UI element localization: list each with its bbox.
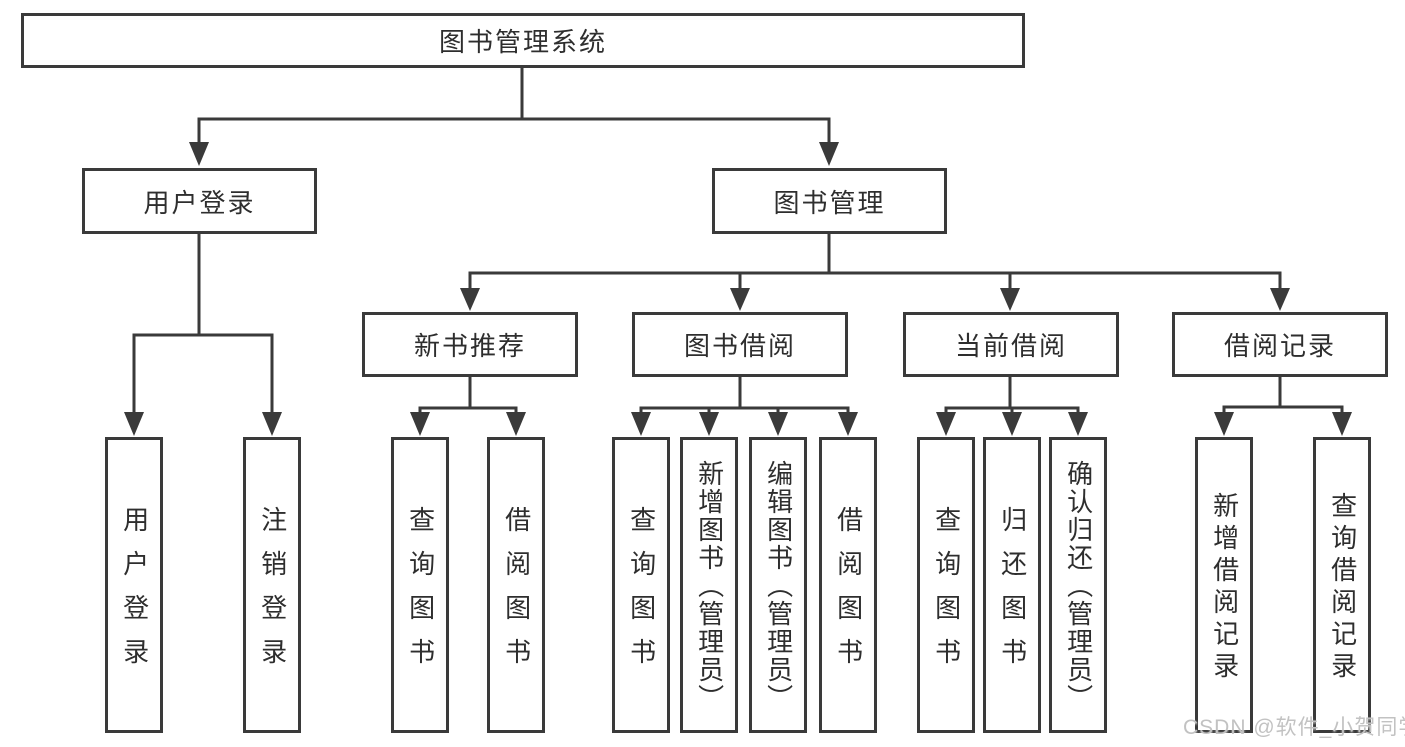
leaf-query-borrow-record-label: 查询借阅记录 — [1327, 492, 1358, 684]
leaf-borrow-books-recommend-label: 借阅图书 — [501, 506, 532, 682]
node-current-borrowing-label: 当前借阅 — [954, 331, 1067, 361]
leaf-borrow-books-borrowing: 借阅图书 — [819, 437, 877, 733]
node-new-book-recommend-label: 新书推荐 — [413, 331, 526, 361]
leaf-query-books-recommend: 查询图书 — [391, 437, 449, 733]
leaf-confirm-return-admin-label: 确认归还（管理员） — [1063, 460, 1094, 712]
node-book-borrowing: 图书借阅 — [632, 312, 848, 377]
node-book-borrowing-label: 图书借阅 — [683, 331, 796, 361]
leaf-add-borrow-record-label: 新增借阅记录 — [1209, 492, 1240, 684]
node-user-login-label: 用户登录 — [143, 187, 256, 218]
leaf-return-books: 归还图书 — [983, 437, 1041, 733]
leaf-edit-books-admin: 编辑图书（管理员） — [749, 437, 807, 733]
leaf-add-books-admin: 新增图书（管理员） — [680, 437, 738, 733]
node-borrowing-records-label: 借阅记录 — [1223, 331, 1336, 361]
node-new-book-recommend: 新书推荐 — [362, 312, 578, 377]
node-root: 图书管理系统 — [21, 13, 1025, 68]
leaf-return-books-label: 归还图书 — [997, 506, 1028, 682]
leaf-query-books-current-label: 查询图书 — [931, 506, 962, 682]
leaf-borrow-books-recommend: 借阅图书 — [487, 437, 545, 733]
leaf-borrow-books-borrowing-label: 借阅图书 — [833, 506, 864, 682]
leaf-logout-label: 注销登录 — [257, 506, 288, 682]
node-current-borrowing: 当前借阅 — [903, 312, 1119, 377]
leaf-query-books-borrowing: 查询图书 — [612, 437, 670, 733]
node-borrowing-records: 借阅记录 — [1172, 312, 1388, 377]
leaf-query-borrow-record: 查询借阅记录 — [1313, 437, 1371, 733]
leaf-query-books-borrowing-label: 查询图书 — [626, 506, 657, 682]
leaf-query-books-current: 查询图书 — [917, 437, 975, 733]
leaf-add-borrow-record: 新增借阅记录 — [1195, 437, 1253, 733]
leaf-edit-books-admin-label: 编辑图书（管理员） — [763, 460, 794, 712]
node-user-login: 用户登录 — [82, 168, 317, 234]
leaf-user-login: 用户登录 — [105, 437, 163, 733]
leaf-confirm-return-admin: 确认归还（管理员） — [1049, 437, 1107, 733]
leaf-logout: 注销登录 — [243, 437, 301, 733]
node-book-management: 图书管理 — [712, 168, 947, 234]
tree-connector-paths — [132, 68, 1344, 416]
leaf-user-login-label: 用户登录 — [119, 506, 150, 682]
leaf-add-books-admin-label: 新增图书（管理员） — [694, 460, 725, 712]
node-book-management-label: 图书管理 — [773, 187, 886, 218]
leaf-query-books-recommend-label: 查询图书 — [405, 506, 436, 682]
csdn-watermark: CSDN @软件_小贺同学 — [1183, 716, 1405, 739]
arrowheads — [124, 142, 1352, 436]
node-root-label: 图书管理系统 — [438, 27, 607, 57]
